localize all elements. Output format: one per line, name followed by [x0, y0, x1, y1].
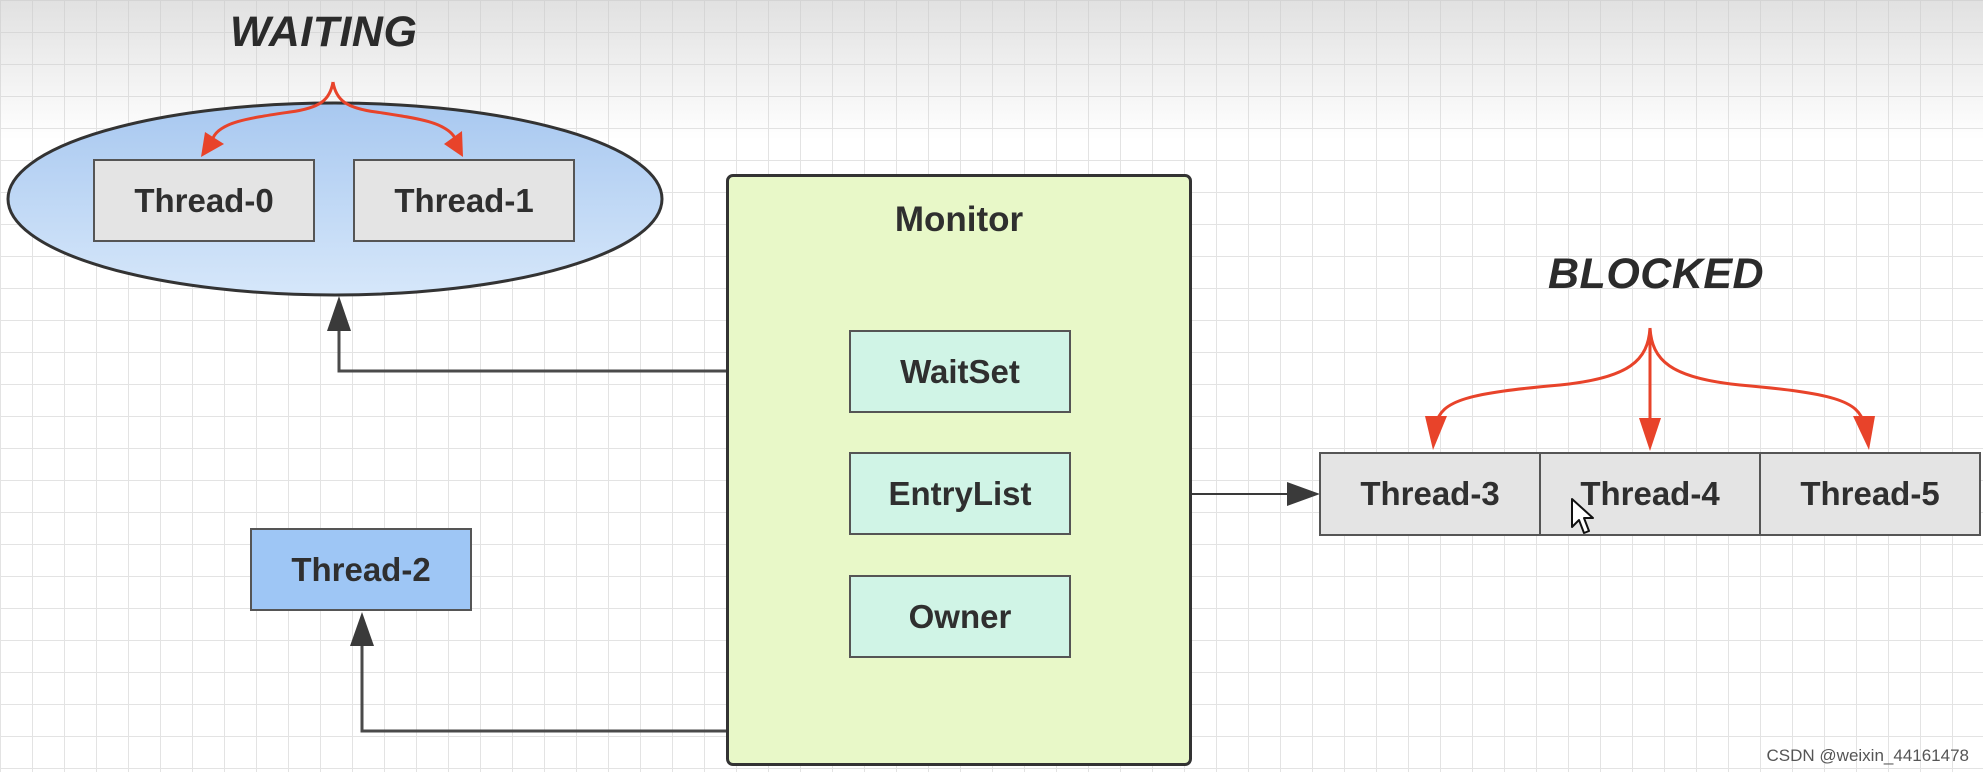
monitor-title: Monitor [894, 200, 1024, 239]
blocked-thread-3: Thread-3 [1319, 452, 1541, 536]
wait-set-ellipse [6, 101, 664, 297]
wait-set-slot: WaitSet [849, 330, 1071, 413]
waiting-thread-1: Thread-1 [353, 159, 575, 242]
blocked-label: BLOCKED [1548, 250, 1765, 298]
owner-arrowhead [350, 612, 374, 646]
arrow-to-thread-5 [1853, 416, 1875, 450]
arrow-to-thread-0 [201, 132, 224, 157]
waiting-label: WAITING [230, 8, 418, 56]
arrow-to-thread-4 [1639, 418, 1661, 451]
entry-list-slot: EntryList [849, 452, 1071, 535]
mouse-cursor-icon [1571, 498, 1594, 534]
waiting-brace-arrows [211, 81, 457, 139]
entrylist-arrowhead [1287, 482, 1320, 506]
blocked-brace-arrows [1434, 327, 1866, 426]
blocked-thread-5: Thread-5 [1759, 452, 1981, 536]
arrow-to-thread-1 [444, 131, 463, 157]
waitset-arrowhead [327, 296, 351, 331]
owner-slot: Owner [849, 575, 1071, 658]
owner-thread-2: Thread-2 [250, 528, 472, 611]
arrow-to-thread-3 [1425, 416, 1447, 450]
waiting-thread-0: Thread-0 [93, 159, 315, 242]
waitset-connector [337, 322, 849, 373]
watermark: CSDN @weixin_44161478 [1766, 746, 1969, 765]
